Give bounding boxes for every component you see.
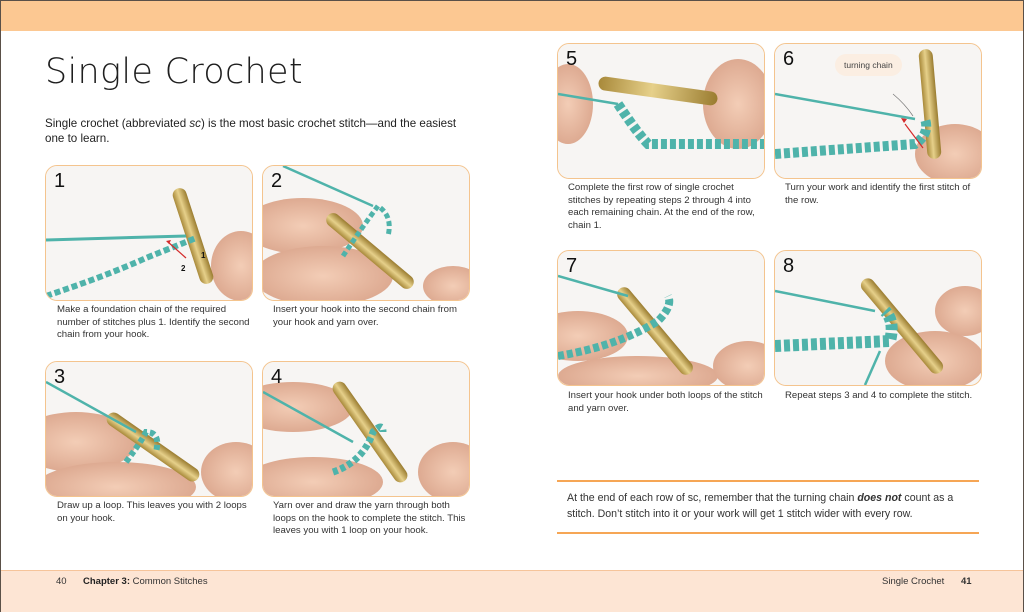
step-number: 4 xyxy=(271,366,283,388)
bottom-color-band xyxy=(1,570,1023,612)
chapter-running-head: Chapter 3: Common Stitches xyxy=(83,576,208,587)
chapter-name: Common Stitches xyxy=(129,576,208,587)
svg-text:1: 1 xyxy=(201,251,206,260)
step-5-photo: 5 xyxy=(557,43,765,179)
crochet-photo-2 xyxy=(263,166,469,300)
left-page-number: 40 xyxy=(56,576,67,587)
step-number: 2 xyxy=(271,170,283,192)
step-number: 1 xyxy=(54,170,66,192)
tip-text-end: count as a stitch. Don’t stitch into it … xyxy=(567,492,954,520)
step-8-caption: Repeat steps 3 and 4 to complete the sti… xyxy=(785,390,973,401)
step-1-caption: Make a foundation chain of the required … xyxy=(57,304,250,340)
step-2-photo: 2 xyxy=(262,165,470,301)
step-8-photo: 8 xyxy=(774,250,982,386)
crochet-photo-1: 1 2 xyxy=(46,166,252,300)
chapter-label: Chapter 3: xyxy=(83,576,130,587)
page-title: Single Crochet xyxy=(45,52,303,92)
tip-box: At the end of each row of sc, remember t… xyxy=(557,480,979,534)
section-running-head: Single Crochet xyxy=(882,576,945,587)
crochet-photo-7 xyxy=(558,251,764,385)
turning-chain-callout: turning chain xyxy=(835,54,902,76)
step-3-caption: Draw up a loop. This leaves you with 2 l… xyxy=(57,500,247,524)
right-page-number: 41 xyxy=(961,576,972,587)
intro-abbrev: sc xyxy=(189,117,201,130)
step-number: 8 xyxy=(783,255,795,277)
step-number: 5 xyxy=(566,48,578,70)
tip-text: At the end of each row of sc, remember t… xyxy=(567,490,977,522)
svg-text:2: 2 xyxy=(181,264,186,273)
tip-emphasis: does not xyxy=(857,492,902,504)
step-7-photo: 7 xyxy=(557,250,765,386)
step-7-caption: Insert your hook under both loops of the… xyxy=(568,390,763,414)
crochet-photo-3 xyxy=(46,362,252,496)
top-color-band xyxy=(1,1,1023,31)
crochet-photo-5 xyxy=(558,44,764,178)
step-3-photo: 3 xyxy=(45,361,253,497)
crochet-photo-4 xyxy=(263,362,469,496)
step-5-caption: Complete the first row of single crochet… xyxy=(568,182,755,231)
tip-text-start: At the end of each row of sc, remember t… xyxy=(567,492,858,504)
crochet-photo-8 xyxy=(775,251,981,385)
intro-text-end: ) is the most basic crochet stitch—and t… xyxy=(45,117,457,145)
step-1-photo: 1 2 1 xyxy=(45,165,253,301)
step-2-caption: Insert your hook into the second chain f… xyxy=(273,304,457,328)
step-4-caption: Yarn over and draw the yarn through both… xyxy=(273,500,466,536)
step-6-photo: 6 turning chain xyxy=(774,43,982,179)
step-number: 3 xyxy=(54,366,66,388)
intro-text: Single crochet (abbreviated xyxy=(45,117,190,130)
intro-paragraph: Single crochet (abbreviated sc) is the m… xyxy=(45,116,475,146)
step-6-caption: Turn your work and identify the first st… xyxy=(785,182,971,206)
step-number: 6 xyxy=(783,48,795,70)
step-number: 7 xyxy=(566,255,578,277)
step-4-photo: 4 xyxy=(262,361,470,497)
